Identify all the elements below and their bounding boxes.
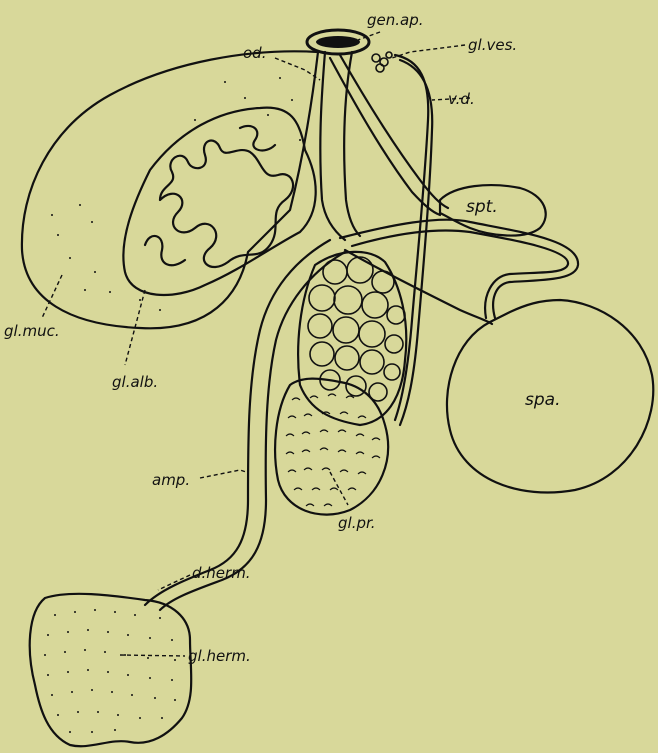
genital-aperture xyxy=(307,30,369,54)
spermatheca xyxy=(330,55,546,236)
vesicular-glands xyxy=(372,52,392,72)
label-gen-ap: gen.ap. xyxy=(367,11,424,29)
albumen-gland xyxy=(123,108,315,295)
stippled-gland xyxy=(275,379,388,515)
label-spa: spa. xyxy=(525,390,560,410)
label-d-herm: d.herm. xyxy=(192,564,251,582)
label-gl-pr: gl.pr. xyxy=(338,514,376,532)
prostate-gland xyxy=(298,252,406,425)
label-spt: spt. xyxy=(466,197,498,217)
label-gl-alb: gl.alb. xyxy=(112,373,158,391)
mucous-gland xyxy=(22,51,318,328)
label-gl-ves: gl.ves. xyxy=(468,36,517,54)
vas-deferens xyxy=(395,55,432,425)
label-amp: amp. xyxy=(152,471,190,489)
label-gl-herm: gl.herm. xyxy=(188,647,251,665)
hermaphrodite-gland xyxy=(30,594,192,746)
label-od: od. xyxy=(243,44,266,62)
label-vd: v.d. xyxy=(448,90,475,108)
label-gl-muc: gl.muc. xyxy=(4,322,60,340)
spa-duct xyxy=(340,220,578,324)
